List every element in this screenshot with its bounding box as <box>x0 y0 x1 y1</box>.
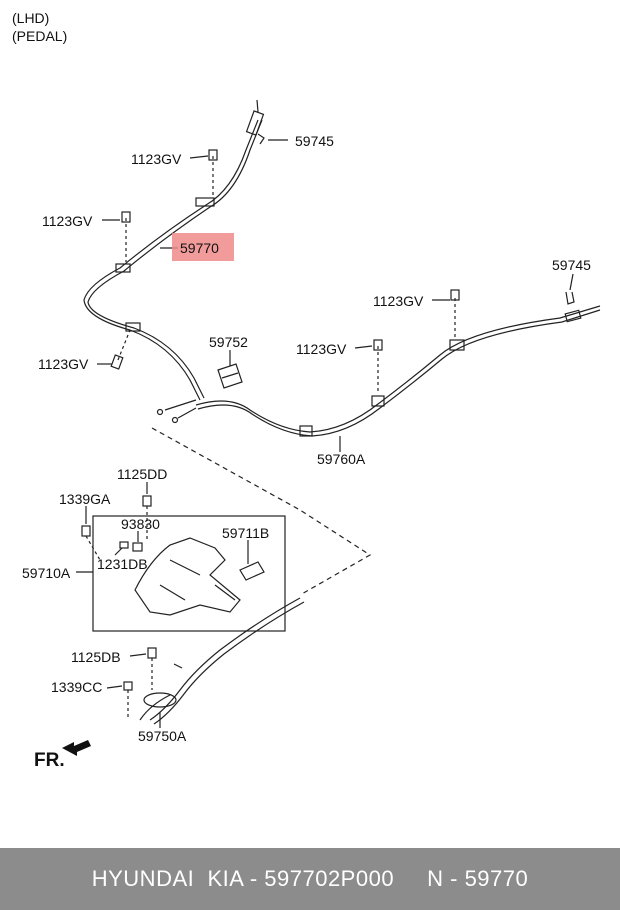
bolt-1123gv-2 <box>121 211 131 262</box>
label-1125dd: 1125DD <box>117 466 168 482</box>
pedal-59710a <box>134 537 241 616</box>
label-1123gv-3: 1123GV <box>373 293 424 309</box>
label-59745-top: 59745 <box>295 133 334 149</box>
label-1123gv-1: 1123GV <box>131 151 182 167</box>
footer-part-code: N - 59770 <box>427 866 529 891</box>
cable-59760a <box>195 305 601 433</box>
label-59750a: 59750A <box>138 728 187 744</box>
label-59710a: 59710A <box>22 565 71 581</box>
bolt-1123gv-4 <box>373 339 383 394</box>
label-1123gv-2: 1123GV <box>42 213 93 229</box>
label-1231db: 1231DB <box>97 556 148 572</box>
label-59752: 59752 <box>209 334 248 350</box>
label-59711b: 59711B <box>222 525 270 541</box>
bolt-1123gv-3 <box>450 289 460 338</box>
label-1339ga: 1339GA <box>59 491 111 507</box>
front-arrow-icon <box>62 740 91 756</box>
header-lhd: (LHD) <box>12 10 50 26</box>
label-1125db: 1125DB <box>71 649 121 665</box>
pedal-assembly-box <box>92 515 286 632</box>
bracket-59752 <box>217 363 243 389</box>
label-93830: 93830 <box>121 516 160 532</box>
label-1123gv-4: 1123GV <box>296 341 347 357</box>
header-pedal: (PEDAL) <box>12 28 68 44</box>
bolt-1123gv-5 <box>110 329 131 370</box>
cable-59750a <box>149 597 301 721</box>
highlight-box <box>172 233 234 261</box>
bolt-1123gv-1 <box>208 149 218 196</box>
parking-brake-diagram <box>62 99 601 756</box>
footer-spacer <box>394 866 427 892</box>
front-direction-label: FR. <box>34 750 65 771</box>
label-59770: 59770 <box>180 240 219 256</box>
footer-bar: HYUNDAI KIA - 597702P000 N - 59770 <box>0 848 620 910</box>
label-1339cc: 1339CC <box>51 679 103 695</box>
label-59745-right: 59745 <box>552 257 591 273</box>
label-59760a: 59760A <box>317 451 366 467</box>
footer-brand-part-number: HYUNDAI KIA - 597702P000 <box>91 866 395 891</box>
label-1123gv-5: 1123GV <box>38 356 89 372</box>
